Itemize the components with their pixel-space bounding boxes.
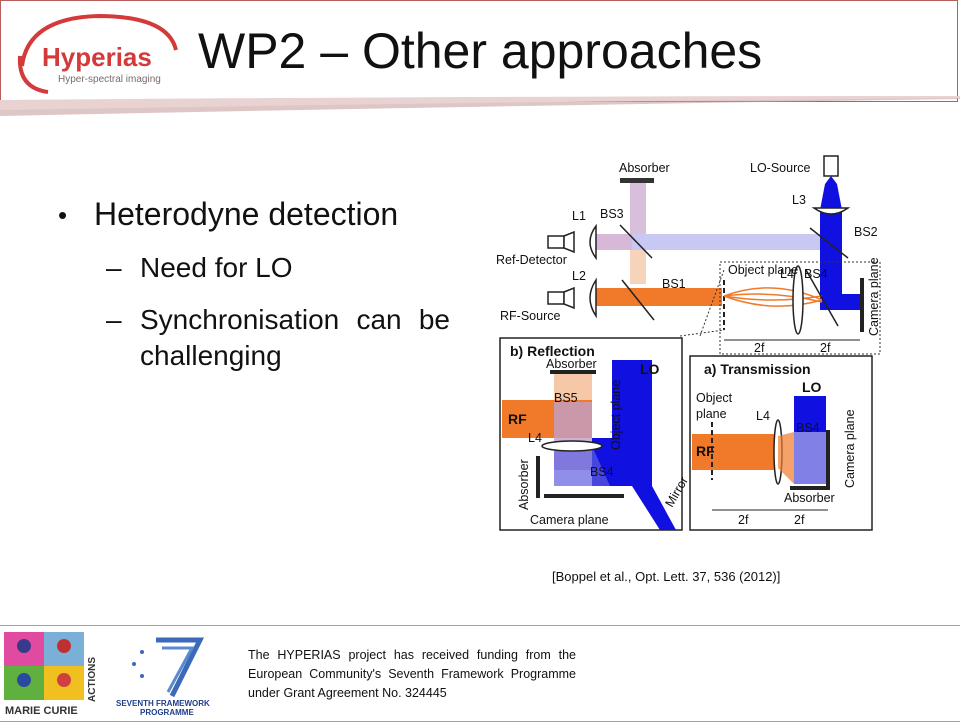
svg-text:Ref-Detector: Ref-Detector (496, 253, 567, 267)
svg-text:LO-Source: LO-Source (750, 161, 810, 175)
svg-text:Object plane: Object plane (728, 263, 798, 277)
svg-text:2f: 2f (820, 341, 831, 355)
rf-source (547, 291, 565, 305)
lo-arrow (825, 176, 837, 184)
svg-text:BS3: BS3 (600, 207, 624, 221)
portrait-icon (57, 673, 71, 687)
hyperias-logo: Hyperias Hyper-spectral imaging (17, 13, 178, 94)
svg-text:L4: L4 (756, 409, 770, 423)
heterodyne-setup-diagram: Absorber LO-Source L1 BS3 L3 BS2 Ref-Det… (496, 155, 881, 531)
svg-text:2f: 2f (738, 513, 749, 527)
portrait-icon (17, 639, 31, 653)
svg-text:RF-Source: RF-Source (500, 309, 560, 323)
rf-beam (594, 288, 722, 306)
slide-footer: MARIE CURIE ACTIONS SEVENTH FRAMEWORK PR… (0, 625, 960, 722)
slide-header (0, 0, 958, 102)
svg-text:L1: L1 (572, 209, 586, 223)
logo-tagline: Hyper-spectral imaging (58, 74, 161, 85)
svg-text:BS1: BS1 (662, 277, 686, 291)
bs4 (805, 269, 839, 327)
portrait-icon (17, 673, 31, 687)
bs2 (809, 227, 849, 259)
svg-text:BS4: BS4 (796, 421, 820, 435)
slide-title: WP2 – Other approaches (198, 23, 763, 79)
svg-text:BS4: BS4 (590, 465, 614, 479)
sub-bullet-item: – Need for LO (106, 250, 488, 286)
camera-plane (860, 278, 864, 332)
transmission-panel: a) Transmission LO Object plane RF L4 BS… (689, 355, 873, 531)
svg-text:Absorber: Absorber (517, 459, 531, 510)
absorber-beam (630, 183, 646, 238)
logo-name: Hyperias (42, 42, 152, 72)
svg-text:RF: RF (696, 443, 715, 459)
header-curve (0, 96, 960, 116)
bullet-item: • Heterodyne detection (58, 196, 488, 234)
svg-text:a) Transmission: a) Transmission (704, 361, 811, 377)
l2-lens (589, 277, 597, 319)
svg-text:BS4: BS4 (804, 267, 828, 281)
svg-text:BS5: BS5 (554, 391, 578, 405)
bullet-list: • Heterodyne detection – Need for LO – S… (58, 196, 488, 374)
svg-text:Absorber: Absorber (546, 357, 597, 371)
l3-lens (811, 207, 851, 215)
l1-lens (589, 223, 597, 261)
svg-text:Object: Object (696, 391, 733, 405)
svg-text:b) Reflection: b) Reflection (510, 343, 595, 359)
svg-text:Absorber: Absorber (784, 491, 835, 505)
sub-bullet-text: Synchronisation can be challenging (140, 304, 450, 371)
l4-lens (792, 265, 804, 335)
sub-bullet-item: – Synchronisation can be challenging (106, 302, 488, 374)
svg-text:SEVENTH FRAMEWORK: SEVENTH FRAMEWORK (116, 699, 210, 708)
bullet-dot: • (58, 200, 68, 230)
svg-text:L3: L3 (792, 193, 806, 207)
svg-text:L4: L4 (528, 431, 542, 445)
svg-text:MARIE CURIE: MARIE CURIE (5, 705, 78, 717)
svg-text:Absorber: Absorber (619, 161, 670, 175)
svg-text:Camera plane: Camera plane (867, 257, 881, 336)
svg-text:PROGRAMME: PROGRAMME (140, 708, 194, 717)
ref-detector (547, 235, 565, 249)
svg-text:ACTIONS: ACTIONS (87, 657, 96, 702)
bullet-text: Heterodyne detection (94, 196, 399, 232)
svg-text:L4: L4 (780, 267, 794, 281)
rf-rays (723, 287, 823, 307)
marie-curie-logo: MARIE CURIE ACTIONS (4, 632, 96, 717)
svg-text:RF: RF (508, 411, 527, 427)
svg-text:Camera plane: Camera plane (530, 513, 609, 527)
svg-text:2f: 2f (794, 513, 805, 527)
lo-beam (820, 210, 842, 310)
svg-text:L2: L2 (572, 269, 586, 283)
svg-text:LO: LO (802, 379, 822, 395)
absorber-top (620, 178, 654, 183)
reflection-panel: b) Reflection Absorber RF LO BS5 L4 BS4 … (499, 337, 691, 531)
lo-reference-beam (592, 234, 832, 250)
svg-text:Camera plane: Camera plane (843, 409, 857, 488)
bs1 (621, 279, 655, 321)
svg-text:2f: 2f (754, 341, 765, 355)
bs3 (619, 224, 653, 259)
funding-statement: The HYPERIAS project has received fundin… (248, 648, 576, 700)
svg-text:plane: plane (696, 407, 727, 421)
svg-text:BS2: BS2 (854, 225, 878, 239)
fp7-logo: SEVENTH FRAMEWORK PROGRAMME (116, 637, 210, 717)
svg-text:LO: LO (640, 361, 660, 377)
lo-source-box (823, 155, 839, 177)
mixed-beam (592, 234, 632, 250)
sub-bullet-text: Need for LO (140, 252, 293, 283)
citation: [Boppel et al., Opt. Lett. 37, 536 (2012… (552, 569, 781, 584)
portrait-icon (57, 639, 71, 653)
dash: – (106, 304, 122, 335)
dash: – (106, 252, 122, 283)
svg-text:Object plane: Object plane (609, 380, 623, 450)
